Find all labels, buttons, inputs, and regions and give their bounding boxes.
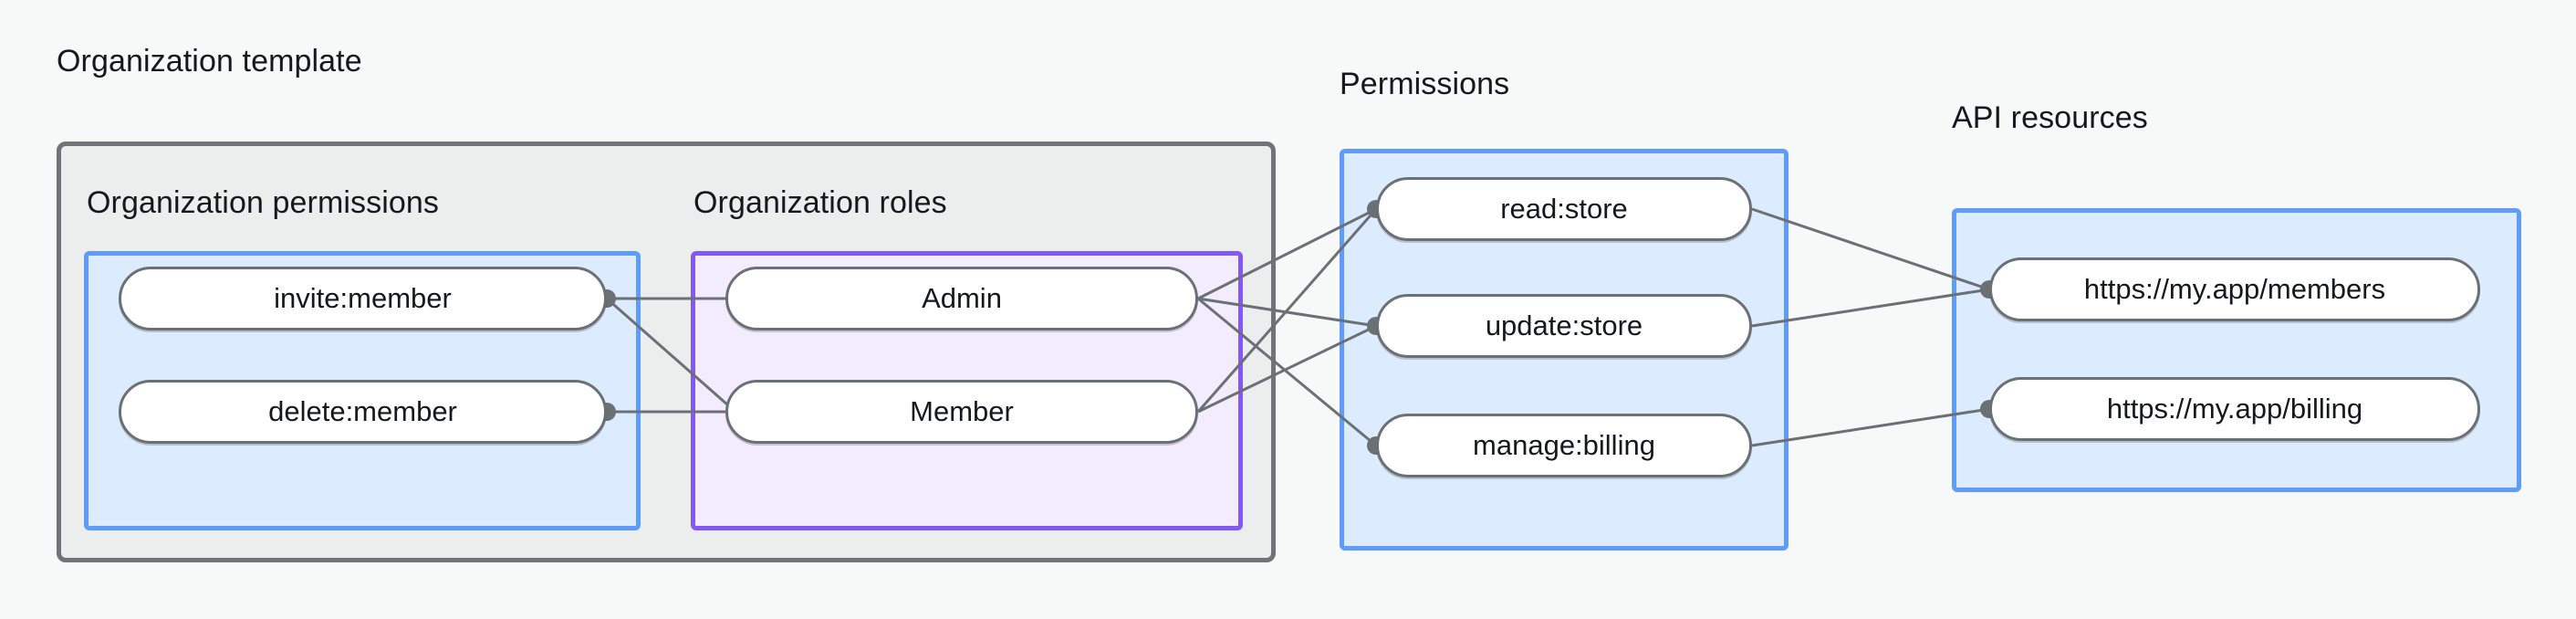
organization-template-title: Organization template (57, 44, 362, 79)
node-invite-member[interactable]: invite:member (119, 267, 607, 330)
permissions-title: Permissions (1340, 67, 1510, 101)
organization-roles-title: Organization roles (694, 185, 947, 220)
node-members-url[interactable]: https://my.app/members (1989, 257, 2480, 321)
api-resources-title: API resources (1952, 100, 2148, 135)
organization-permissions-title: Organization permissions (87, 185, 440, 220)
node-delete-member[interactable]: delete:member (119, 380, 607, 444)
node-manage-billing[interactable]: manage:billing (1376, 414, 1752, 477)
api-resources-container (1952, 208, 2521, 492)
node-admin[interactable]: Admin (725, 267, 1198, 330)
node-update-store[interactable]: update:store (1376, 294, 1752, 358)
node-billing-url[interactable]: https://my.app/billing (1989, 377, 2480, 441)
node-read-store[interactable]: read:store (1376, 177, 1752, 241)
node-member[interactable]: Member (725, 380, 1198, 444)
